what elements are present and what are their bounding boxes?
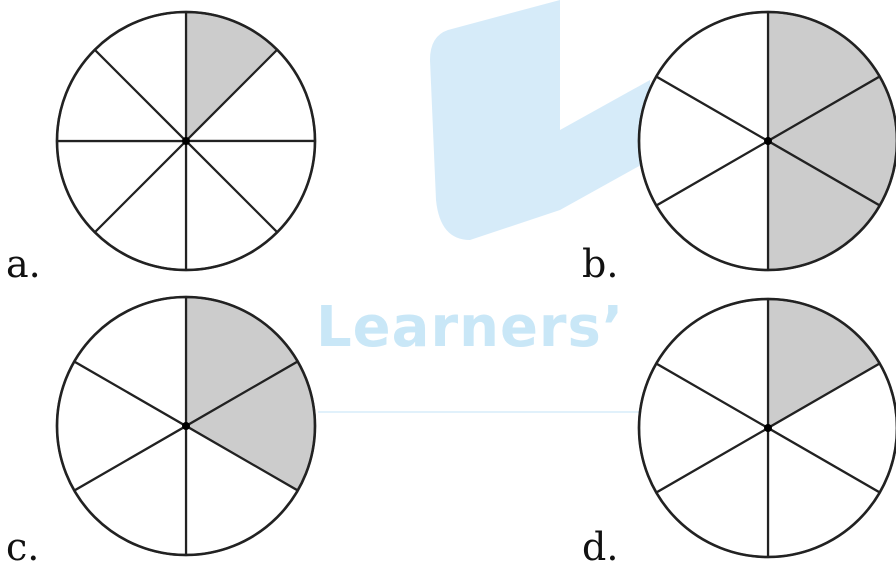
option-b: b.: [448, 0, 896, 283]
pie-c: [55, 295, 317, 557]
pie-d-outline: [637, 297, 896, 559]
pie-b: [637, 10, 896, 272]
label-d: d.: [582, 525, 619, 569]
pie-a: [55, 10, 317, 272]
watermark-logo-shape: [430, 0, 650, 240]
pie-c-outline: [55, 295, 317, 557]
option-d: d.: [448, 283, 896, 566]
pie-a-outline: [55, 10, 317, 272]
pie-d-center-dot: [764, 424, 772, 432]
label-a: a.: [6, 242, 41, 286]
label-b: b.: [582, 242, 619, 286]
pie-b-outline: [637, 10, 896, 272]
option-c: c.: [0, 283, 448, 566]
pie-a-center-dot: [182, 137, 190, 145]
option-a: a.: [0, 0, 448, 283]
pie-b-center-dot: [764, 137, 772, 145]
pie-c-center-dot: [182, 422, 190, 430]
watermark-text: Learners’: [316, 295, 625, 360]
label-c: c.: [6, 525, 40, 569]
pie-d: [637, 297, 896, 559]
